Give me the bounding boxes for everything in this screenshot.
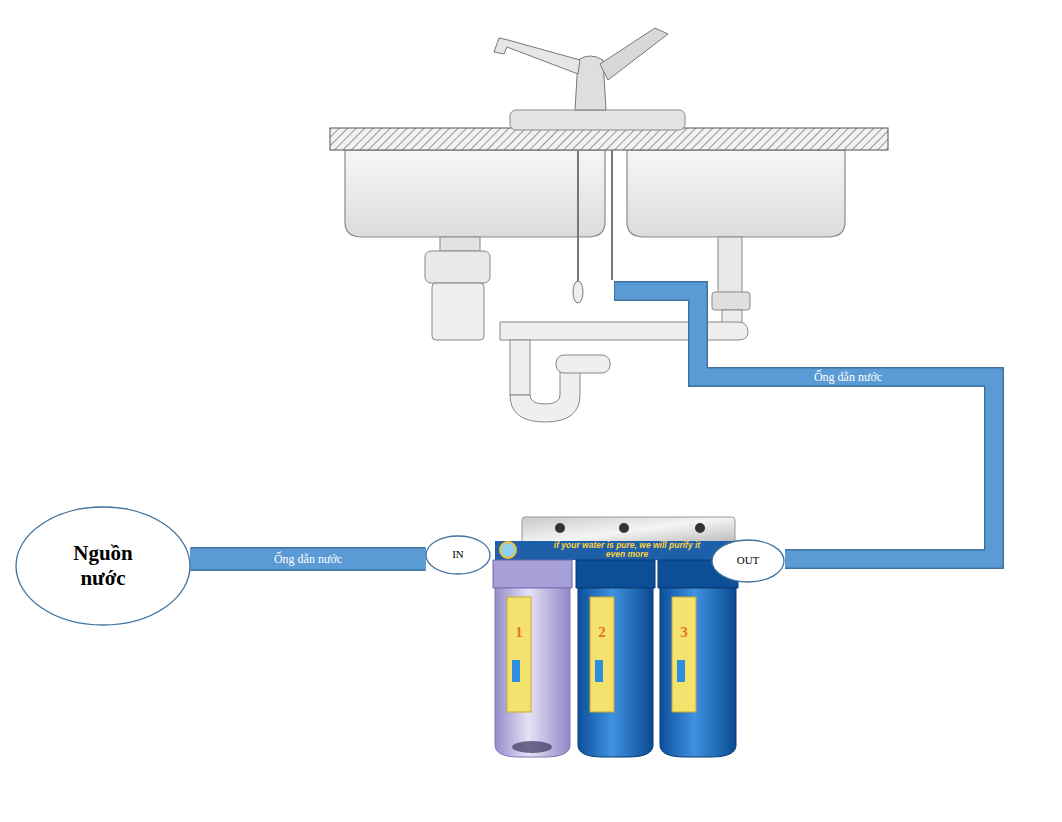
node-text-holder: OUT <box>711 539 785 583</box>
drain-neck <box>440 237 480 251</box>
clear-housing <box>495 588 570 757</box>
node-label: IN <box>452 548 464 561</box>
faucet-spout <box>494 38 580 74</box>
ellipse-shape <box>426 536 490 574</box>
countertop <box>330 128 888 150</box>
trap-outlet <box>556 355 610 373</box>
housing-number: 1 <box>515 625 523 640</box>
supply-hose <box>611 150 613 280</box>
housing-sticker <box>507 597 531 712</box>
sticker-window <box>512 660 520 682</box>
supply-hose <box>577 150 579 282</box>
node-text-holder: IN <box>425 535 491 575</box>
ellipse-shape <box>712 540 784 582</box>
keyhole <box>695 523 705 533</box>
sink-illustration <box>330 28 888 422</box>
logo <box>500 542 516 558</box>
hose-end <box>573 281 583 303</box>
housing-number: 2 <box>598 625 606 640</box>
p-trap <box>510 372 580 422</box>
keyhole <box>619 523 629 533</box>
source-ellipse: Nguồn nước <box>15 506 191 626</box>
housing-cap <box>576 560 655 588</box>
right-drain <box>718 237 742 293</box>
left-basin <box>345 150 605 237</box>
pipe-fill <box>190 549 425 570</box>
housing-sticker <box>672 597 696 712</box>
pipe-label: Ống dẫn nước <box>274 552 342 567</box>
drain-collar <box>712 292 750 310</box>
faucet-base <box>510 110 685 130</box>
node-text-holder: Nguồn nước <box>15 506 191 626</box>
housing-number: 3 <box>680 625 688 640</box>
housing-bottom <box>512 741 552 753</box>
blue-housing <box>660 588 736 757</box>
faucet-lever <box>600 28 668 80</box>
outlet-ellipse: OUT <box>711 539 785 583</box>
housing-cap <box>493 560 572 588</box>
right-basin <box>627 150 845 237</box>
banner-slogan: if your water is pure, we will purify it… <box>545 541 710 558</box>
sticker-window <box>595 660 603 682</box>
ellipse-shape <box>16 507 190 625</box>
housing-sticker <box>590 597 614 712</box>
pipe-outline <box>190 547 425 571</box>
strainer-body <box>425 251 490 283</box>
blue-housing <box>578 588 653 757</box>
banner <box>495 541 735 560</box>
inlet-ellipse: IN <box>425 535 491 575</box>
sticker-window <box>677 660 685 682</box>
pipe-label: Ống dẫn nước <box>814 370 882 384</box>
node-label: Nguồn nước <box>56 541 151 591</box>
node-label: OUT <box>737 554 760 567</box>
keyhole <box>555 523 565 533</box>
filter-illustration <box>493 517 738 757</box>
strainer-basket <box>432 283 484 340</box>
waste-pipe <box>500 322 748 340</box>
trap-pipe <box>510 340 530 395</box>
